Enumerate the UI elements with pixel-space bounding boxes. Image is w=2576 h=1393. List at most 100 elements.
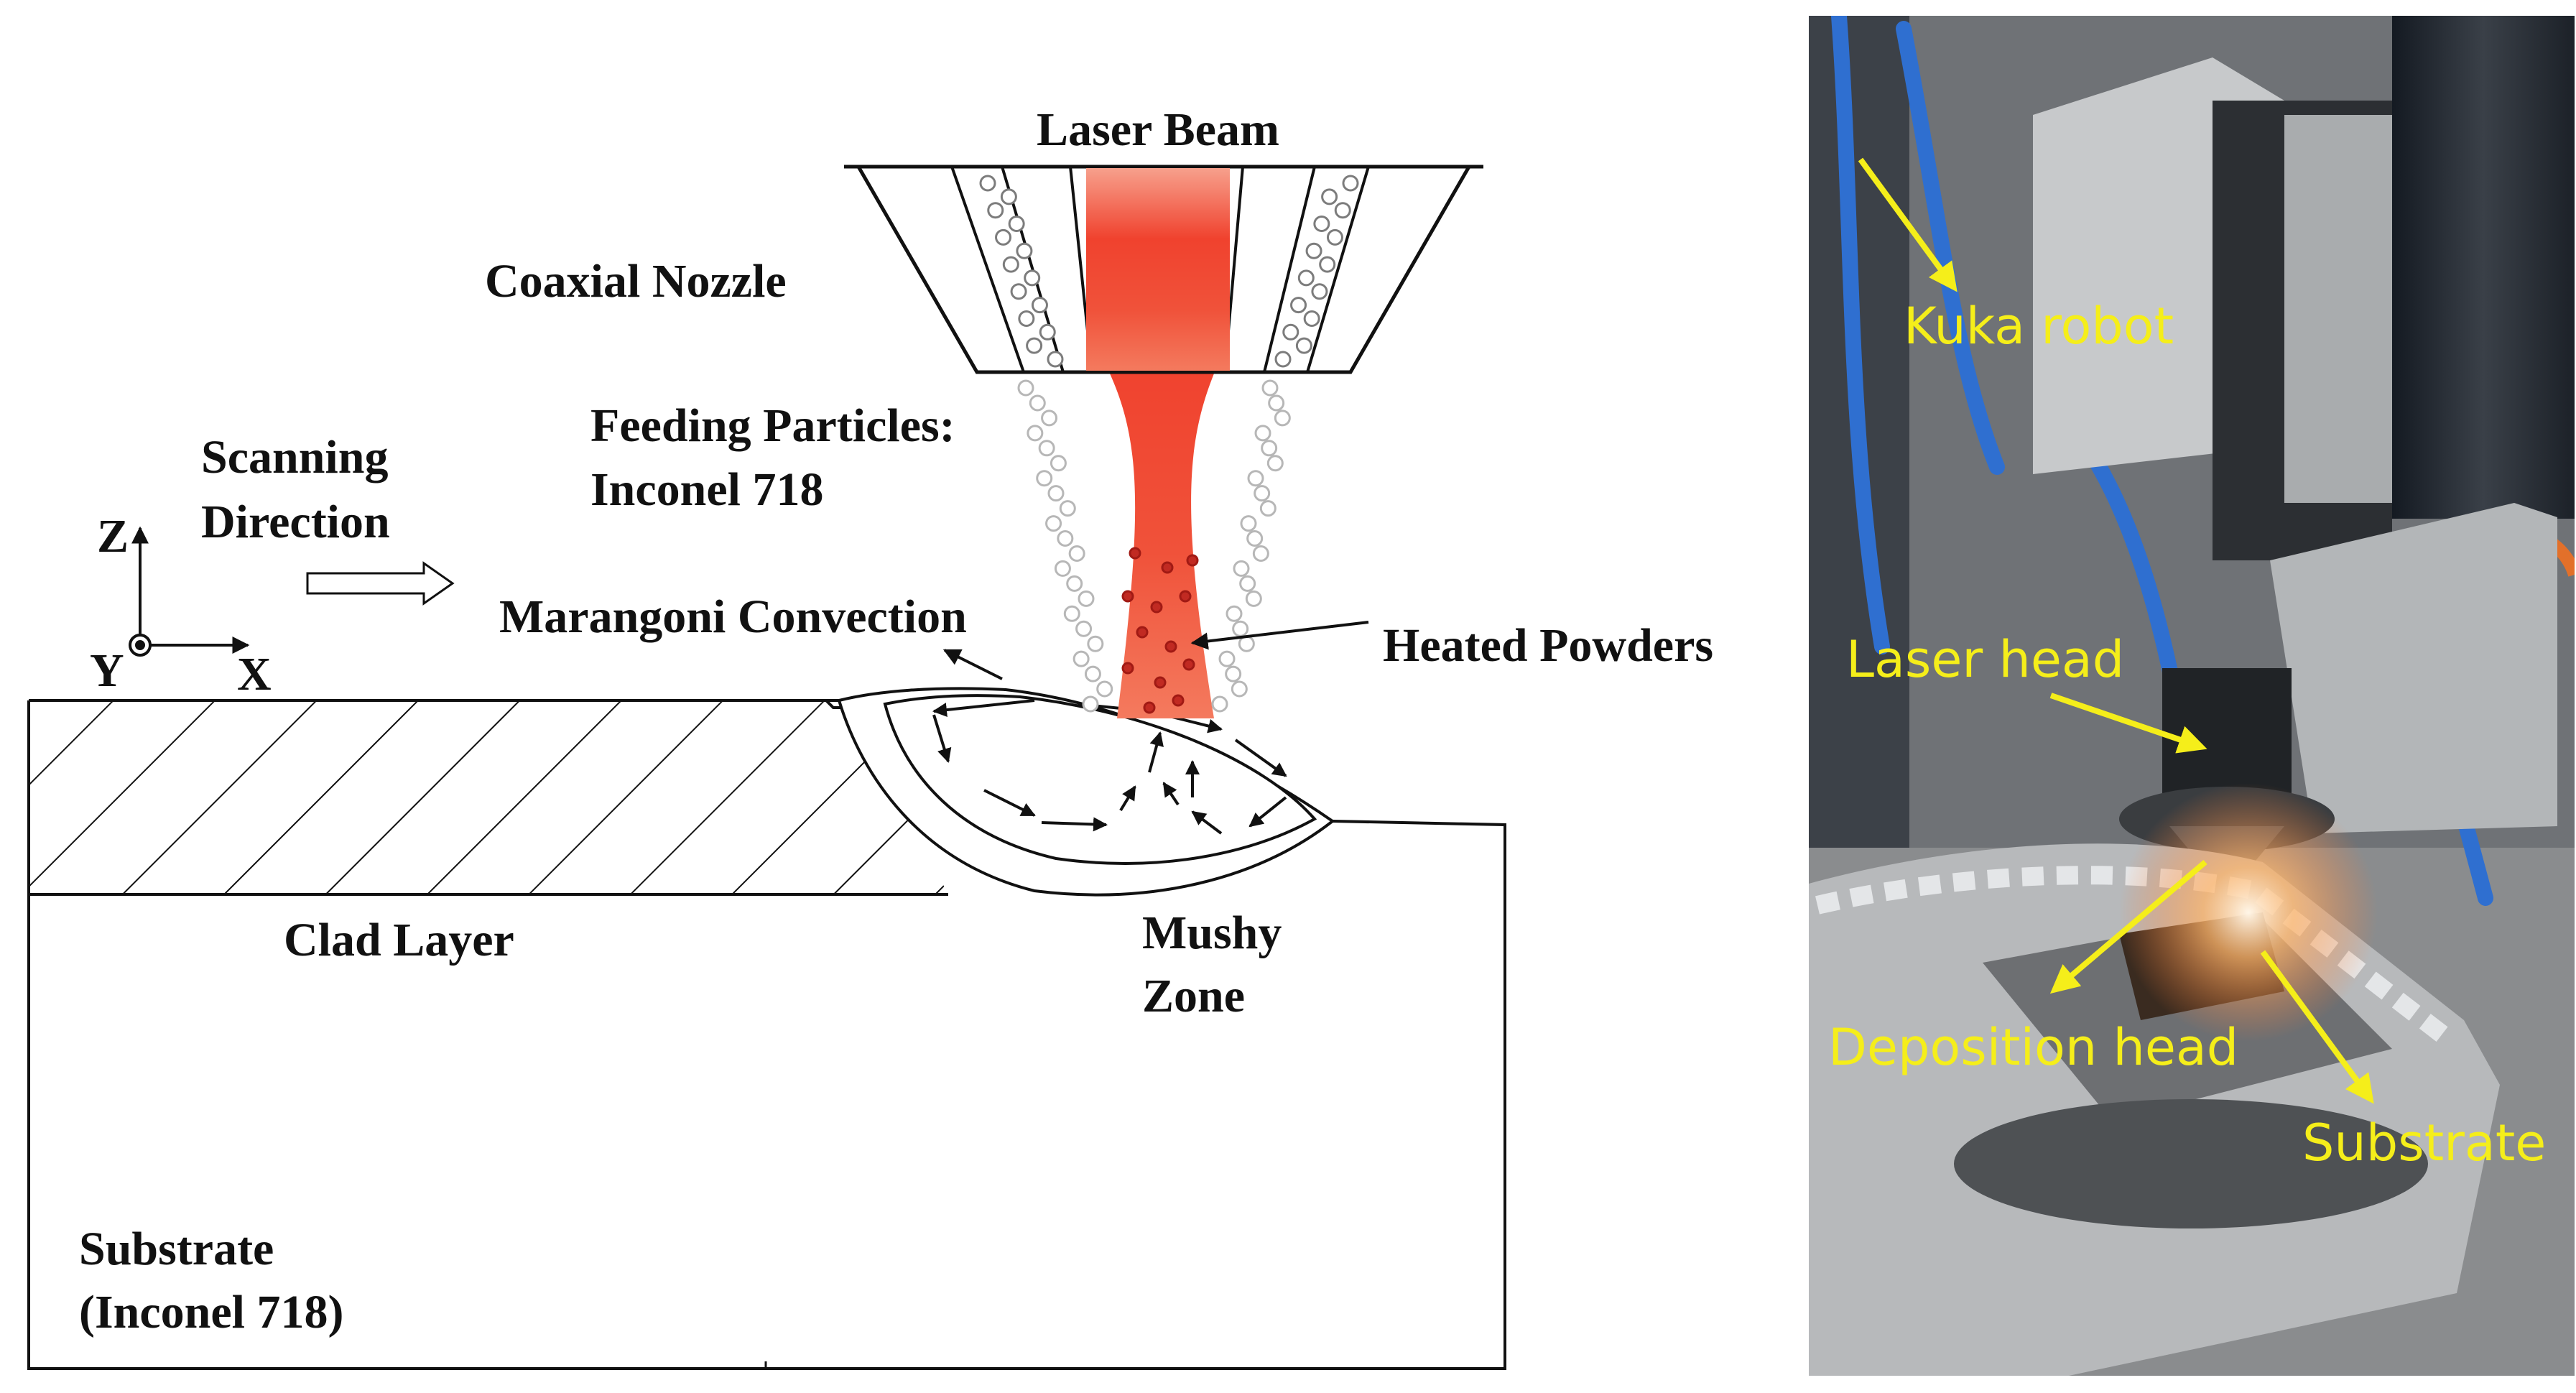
label-feeding-particles-1: Feeding Particles: xyxy=(590,399,955,452)
powder-particle xyxy=(1305,242,1322,259)
arrow-deposition-head xyxy=(2049,859,2207,994)
arrow-substrate xyxy=(2260,950,2374,1104)
rotary-table xyxy=(1954,1099,2428,1228)
powder-particle xyxy=(1246,530,1264,547)
heated-powder-particle xyxy=(1172,694,1185,707)
powder-particle xyxy=(1072,650,1090,667)
label-mushy-2: Zone xyxy=(1142,970,1245,1022)
powder-particle xyxy=(1274,409,1291,427)
photo-label-kuka-robot: Kuka robot xyxy=(1904,297,2174,356)
powder-particle xyxy=(1063,605,1080,622)
powder-particle xyxy=(1029,394,1046,412)
label-coaxial-nozzle: Coaxial Nozzle xyxy=(485,255,787,307)
powder-particle xyxy=(1054,560,1071,577)
schematic-diagram: Laser Beam Coaxial Nozzle Feeding Partic… xyxy=(27,103,1713,1370)
powder-particle xyxy=(1057,530,1074,547)
powder-particle xyxy=(1002,256,1019,273)
powder-particle xyxy=(1026,337,1043,354)
powder-particle xyxy=(1252,545,1269,562)
clad-layer-region xyxy=(29,700,948,894)
powder-particle xyxy=(1240,515,1257,532)
powder-particle xyxy=(1261,379,1279,397)
marangoni-arrow xyxy=(942,649,1003,680)
powder-particle xyxy=(1231,680,1248,698)
label-substrate-1: Substrate xyxy=(79,1223,274,1275)
powder-particle xyxy=(979,175,996,192)
setup-photo: Kuka robot Laser head Deposition head Su… xyxy=(1809,16,2575,1376)
powder-particle xyxy=(1274,351,1292,368)
photo-label-deposition-head: Deposition head xyxy=(1828,1018,2238,1077)
powder-particle xyxy=(1233,560,1250,577)
powder-particle xyxy=(1050,455,1067,472)
axis-label-x: X xyxy=(237,648,272,700)
powder-particle xyxy=(1297,269,1315,287)
powder-particle xyxy=(1321,188,1338,205)
feeding-particles-stream xyxy=(1017,379,1291,713)
label-feeding-particles-2: Inconel 718 xyxy=(590,463,824,516)
label-laser-beam: Laser Beam xyxy=(1037,103,1279,156)
powder-particle xyxy=(1218,650,1236,667)
coaxial-nozzle xyxy=(844,165,1483,374)
powder-particle xyxy=(1211,695,1228,713)
powder-particle xyxy=(1018,310,1035,327)
powder-particle xyxy=(1000,188,1017,205)
powder-particle xyxy=(1232,620,1249,637)
heated-powder-particle xyxy=(1143,701,1156,714)
heated-powder-particle xyxy=(1182,658,1195,671)
label-scanning-2: Direction xyxy=(201,496,390,548)
label-clad-layer: Clad Layer xyxy=(284,914,514,966)
axis-label-z: Z xyxy=(97,510,129,563)
heated-powder-particle xyxy=(1136,626,1149,639)
photo-label-substrate: Substrate xyxy=(2302,1114,2546,1172)
powder-particle xyxy=(1268,394,1285,412)
heated-powder-particle xyxy=(1164,640,1177,653)
powder-particle xyxy=(1311,283,1328,300)
powder-particle xyxy=(1027,425,1044,442)
powder-particle xyxy=(1087,635,1104,652)
powder-particle xyxy=(995,228,1012,246)
powder-particle xyxy=(1226,605,1243,622)
powder-particle xyxy=(1295,337,1312,354)
photo-label-laser-head: Laser head xyxy=(1846,630,2124,689)
powder-particle xyxy=(1078,590,1095,607)
powder-particle xyxy=(1334,202,1351,219)
powder-particle xyxy=(1259,500,1277,517)
powder-particle xyxy=(1031,297,1048,314)
powder-particle xyxy=(1239,575,1256,592)
powder-particle xyxy=(1047,351,1064,368)
powder-particle xyxy=(1036,470,1053,487)
label-scanning-1: Scanning xyxy=(201,431,388,483)
heated-powder-particle xyxy=(1121,662,1134,675)
heated-powder-particle xyxy=(1150,601,1163,614)
powder-particle xyxy=(1290,297,1307,314)
heated-powder-particle xyxy=(1129,547,1141,560)
photo-annotations xyxy=(1858,157,2374,1104)
robot-mount-plate xyxy=(2284,115,2392,503)
heated-powder-particle xyxy=(1161,561,1174,574)
powder-particle xyxy=(1266,455,1284,472)
powder-particle xyxy=(1082,695,1099,713)
powder-particle xyxy=(1059,500,1076,517)
label-heated-powders: Heated Powders xyxy=(1383,619,1713,672)
powder-particle xyxy=(1303,310,1320,327)
powder-particle xyxy=(1225,665,1242,682)
powder-particle xyxy=(1010,283,1027,300)
powder-particle xyxy=(1024,269,1041,287)
powder-particle xyxy=(1039,323,1056,341)
side-enclosure xyxy=(2270,503,2557,833)
nozzle-particles xyxy=(979,175,1359,368)
powder-particle xyxy=(1282,323,1299,341)
heated-powder-particle xyxy=(1154,676,1167,689)
arrow-laser-head xyxy=(2049,693,2207,754)
powder-particle xyxy=(1016,242,1033,259)
label-mushy-1: Mushy xyxy=(1142,907,1282,959)
powder-particle xyxy=(1084,665,1101,682)
powder-particle xyxy=(987,202,1004,219)
axis-label-y: Y xyxy=(90,644,124,697)
coordinate-axes xyxy=(129,526,250,657)
powder-particle xyxy=(1075,620,1093,637)
heated-powders-dots xyxy=(1121,547,1199,714)
heated-powders-arrow xyxy=(1190,621,1369,650)
powder-particle xyxy=(1066,575,1083,592)
